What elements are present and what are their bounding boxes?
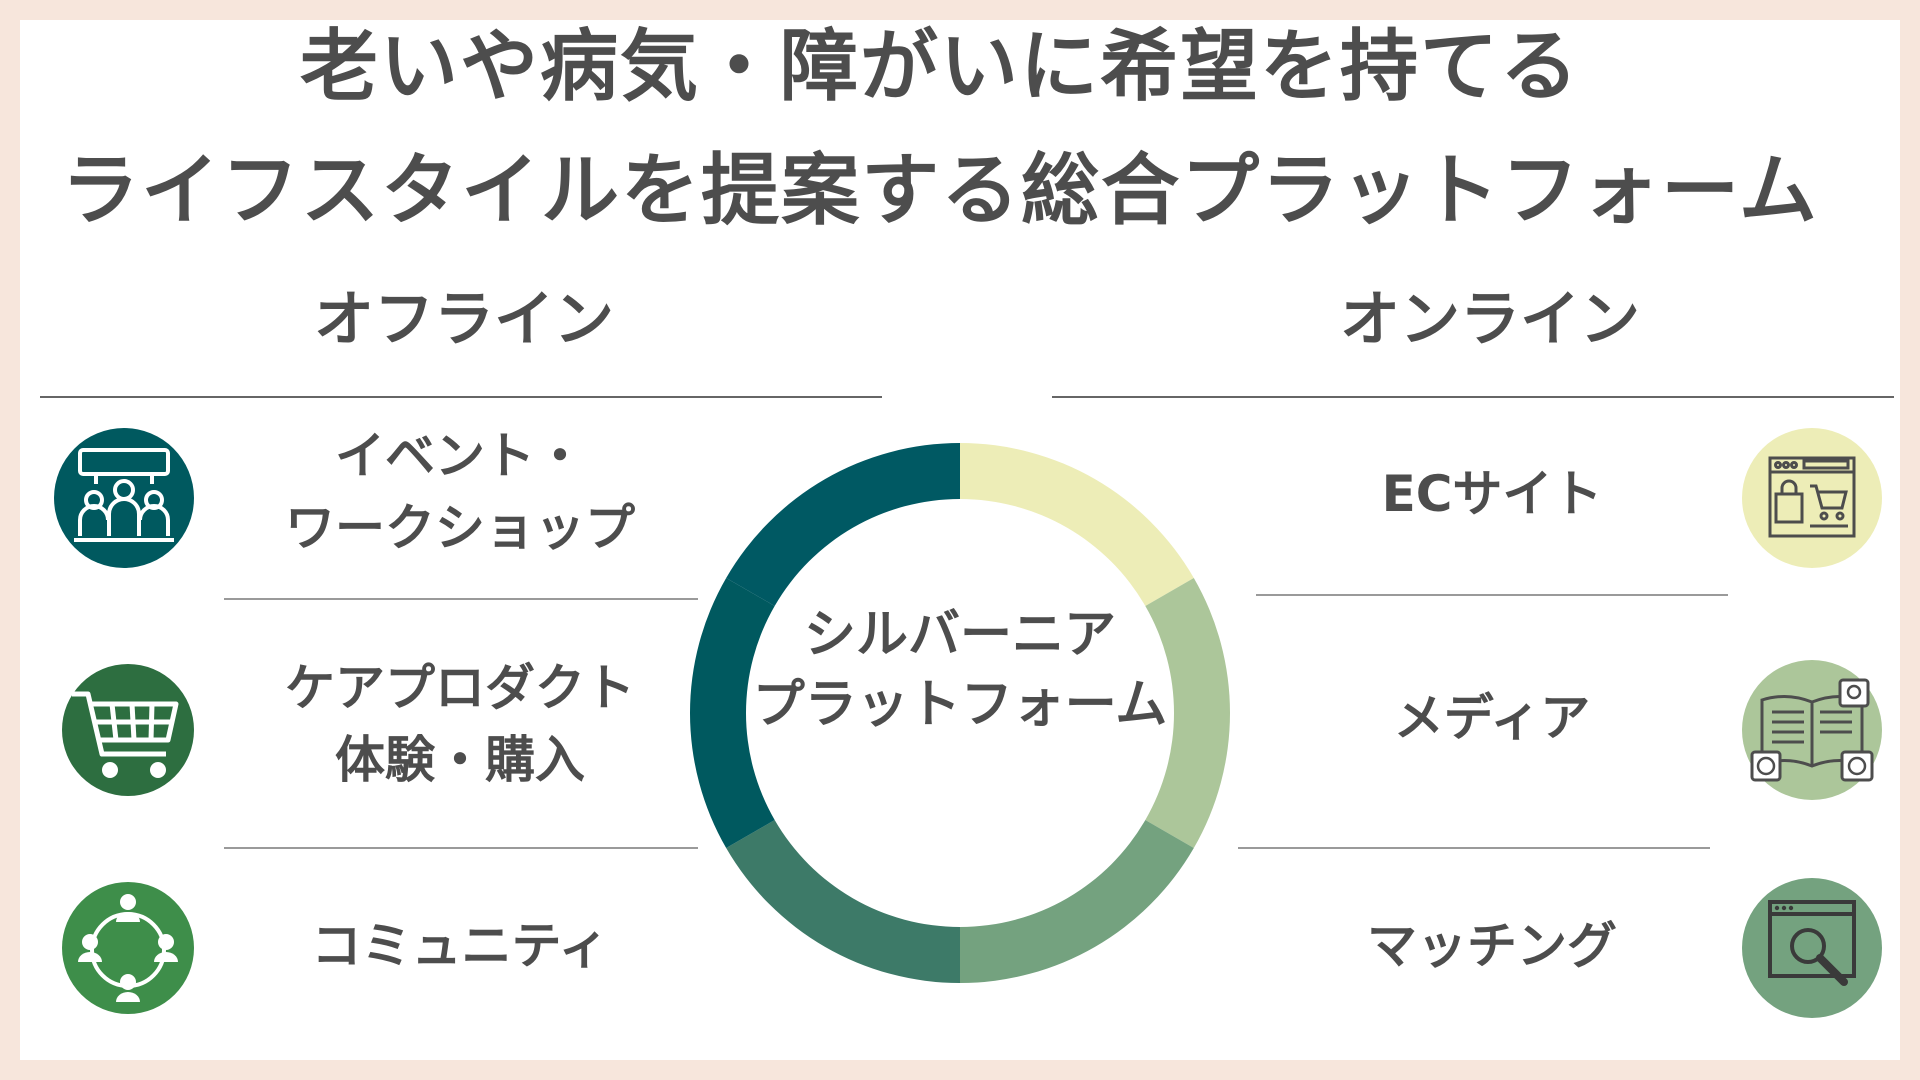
offline-separator-1 [224,598,698,600]
item-label-event-line1: イベント・ [335,427,585,485]
donut-segment-5 [690,578,775,848]
item-label-care-product: ケアプロダクト 体験・購入 [230,652,690,796]
online-separator-2 [1238,847,1710,849]
title-line-2: ライフスタイルを提案する総合プラットフォーム [61,146,1819,236]
item-label-care-product-line2: 体験・購入 [335,731,585,789]
item-label-event: イベント・ ワークショップ [230,420,690,564]
item-label-community: コミュニティ [230,910,690,982]
item-label-community-line1: コミュニティ [311,917,609,975]
online-heading: オンライン [1340,285,1640,355]
community-network-icon [58,878,198,1018]
online-divider [1052,396,1894,398]
donut-segment-6 [726,443,960,606]
shopping-cart-icon [58,660,198,800]
infographic-frame [20,20,1900,1060]
ec-shop-window-icon [1742,428,1882,568]
item-label-care-product-line1: ケアプロダクト [285,659,635,717]
donut-segment-3 [960,820,1194,983]
center-label-line2: プラットフォーム [752,675,1168,735]
item-label-media: メディア [1262,682,1722,754]
item-label-matching: マッチング [1262,910,1722,982]
center-label-line1: シルバーニア [803,605,1116,665]
item-label-media-line1: メディア [1393,689,1591,747]
item-label-ec-site: ECサイト [1262,458,1722,530]
online-separator-1 [1256,594,1728,596]
search-browser-icon [1742,878,1882,1018]
donut-segment-1 [960,443,1194,606]
media-book-icon [1742,660,1882,800]
group-event-icon [54,428,194,568]
center-platform-label: シルバーニア プラットフォーム [710,600,1210,740]
offline-heading: オフライン [314,285,614,355]
donut-segment-2 [1145,578,1230,848]
item-label-ec-site-line1: ECサイト [1381,465,1603,523]
item-label-event-line2: ワークショップ [285,499,635,557]
offline-separator-2 [224,847,698,849]
donut-segment-4 [726,820,960,983]
title-line-1: 老いや病気・障がいに希望を持てる [299,22,1580,112]
platform-donut-ring [670,423,1250,1003]
offline-divider [40,396,882,398]
item-label-matching-line1: マッチング [1367,917,1617,975]
